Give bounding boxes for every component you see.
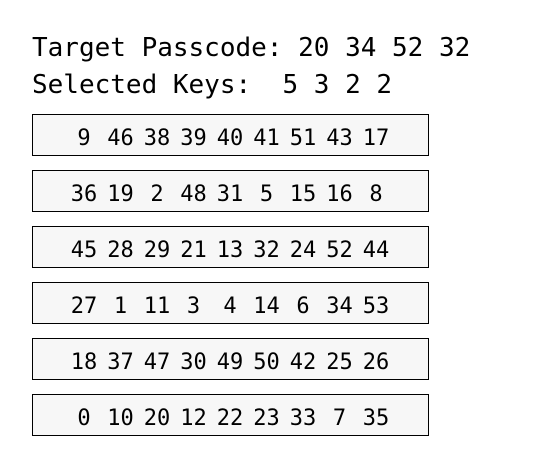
key-button[interactable]: 37 (107, 350, 134, 375)
key-button[interactable]: 48 (180, 182, 207, 207)
selected-keys-line: Selected Keys: 5 3 2 2 (32, 70, 392, 100)
key-button[interactable]: 0 (77, 406, 91, 431)
key-button[interactable]: 46 (107, 126, 134, 151)
keypad-row: 18 37 47 30 49 50 42 25 26 (32, 338, 429, 380)
key-button[interactable]: 35 (362, 406, 390, 431)
target-passcode-line: Target Passcode: 20 34 52 32 (32, 33, 470, 63)
key-button[interactable]: 53 (362, 294, 390, 319)
key-button[interactable]: 47 (143, 350, 171, 375)
keypad: 9 46 38 39 40 41 51 43 17 36 19 2 48 31 … (32, 114, 429, 450)
key-button[interactable]: 42 (289, 350, 317, 375)
key-button[interactable]: 44 (362, 238, 390, 263)
key-button[interactable]: 22 (216, 406, 244, 431)
selected-keys-label: Selected Keys: (32, 70, 252, 100)
keypad-row: 9 46 38 39 40 41 51 43 17 (32, 114, 429, 156)
key-button[interactable]: 39 (180, 126, 207, 151)
key-button[interactable]: 15 (289, 182, 317, 207)
key-button[interactable]: 9 (77, 126, 91, 151)
key-button[interactable]: 10 (107, 406, 134, 431)
keypad-row: 36 19 2 48 31 5 15 16 8 (32, 170, 429, 212)
key-button[interactable]: 11 (143, 294, 171, 319)
key-button[interactable]: 40 (216, 126, 244, 151)
key-button[interactable]: 51 (289, 126, 317, 151)
key-button[interactable]: 16 (326, 182, 353, 207)
keypad-row: 45 28 29 21 13 32 24 52 44 (32, 226, 429, 268)
key-button[interactable]: 14 (253, 294, 280, 319)
key-button[interactable]: 5 (259, 182, 274, 207)
key-button[interactable]: 26 (362, 350, 390, 375)
key-button[interactable]: 29 (143, 238, 171, 263)
target-passcode-values: 20 34 52 32 (298, 33, 471, 63)
key-button[interactable]: 12 (180, 406, 207, 431)
key-button[interactable]: 49 (216, 350, 244, 375)
key-button[interactable]: 25 (326, 350, 353, 375)
key-button[interactable]: 34 (326, 294, 353, 319)
key-button[interactable]: 45 (70, 238, 98, 263)
target-passcode-label: Target Passcode: (32, 33, 283, 63)
key-button[interactable]: 17 (362, 126, 390, 151)
key-button[interactable]: 18 (70, 350, 98, 375)
key-button[interactable]: 36 (70, 182, 98, 207)
key-button[interactable]: 2 (150, 182, 164, 207)
selected-keys-values: 5 3 2 2 (282, 70, 393, 100)
key-button[interactable]: 30 (180, 350, 207, 375)
key-button[interactable]: 31 (216, 182, 244, 207)
key-button[interactable]: 43 (326, 126, 353, 151)
key-button[interactable]: 23 (253, 406, 280, 431)
keypad-row: 27 1 11 3 4 14 6 34 53 (32, 282, 429, 324)
key-button[interactable]: 33 (289, 406, 317, 431)
key-button[interactable]: 13 (216, 238, 244, 263)
keypad-row: 0 10 20 12 22 23 33 7 35 (32, 394, 429, 436)
key-button[interactable]: 52 (326, 238, 353, 263)
key-button[interactable]: 7 (332, 406, 347, 431)
key-button[interactable]: 50 (253, 350, 280, 375)
key-button[interactable]: 28 (107, 238, 134, 263)
key-button[interactable]: 8 (369, 182, 383, 207)
key-button[interactable]: 24 (289, 238, 317, 263)
key-button[interactable]: 38 (143, 126, 171, 151)
key-button[interactable]: 41 (253, 126, 280, 151)
key-button[interactable]: 3 (186, 294, 201, 319)
key-button[interactable]: 4 (223, 294, 237, 319)
key-button[interactable]: 19 (107, 182, 134, 207)
key-button[interactable]: 1 (113, 294, 128, 319)
key-button[interactable]: 6 (296, 294, 310, 319)
key-button[interactable]: 27 (70, 294, 98, 319)
key-button[interactable]: 32 (253, 238, 280, 263)
key-button[interactable]: 21 (180, 238, 207, 263)
key-button[interactable]: 20 (143, 406, 171, 431)
